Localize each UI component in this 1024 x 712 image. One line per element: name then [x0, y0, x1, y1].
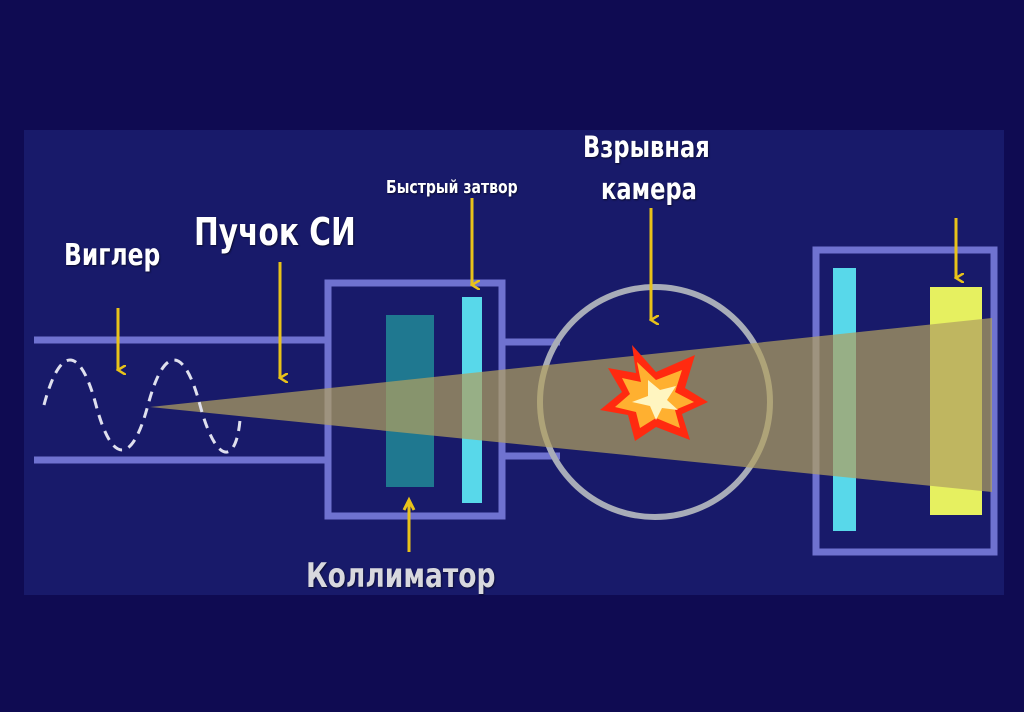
- label-explosion-chamber-line2: камера: [601, 172, 697, 206]
- sr-beam: [150, 318, 992, 492]
- label-fast-shutter: Быстрый затвор: [386, 177, 518, 198]
- explosion-icon: [600, 345, 708, 441]
- pointer-arrows: [118, 198, 956, 378]
- label-explosion-chamber-line1: Взрывная: [583, 130, 710, 164]
- label-collimator: Коллиматор: [306, 556, 496, 596]
- label-wiggler: Виглер: [64, 238, 161, 273]
- wiggler-wave: [42, 358, 242, 454]
- arrow-collimator: [402, 496, 416, 552]
- label-sr-beam: Пучок СИ: [194, 210, 356, 254]
